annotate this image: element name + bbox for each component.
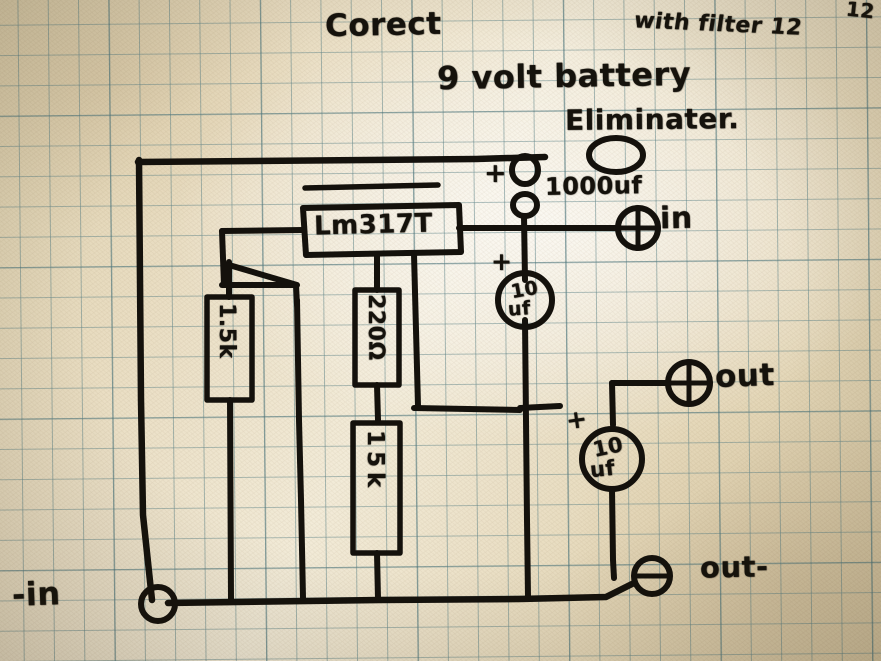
terminal-out-minus-label[interactable]: out- (699, 549, 769, 585)
capacitor-c3-value-bottom: uf (588, 455, 617, 483)
resistor-r1-label: 1.5k (214, 303, 239, 359)
capacitor-c3-plus: + (564, 403, 590, 436)
corner-page-number: 12 (844, 0, 877, 24)
capacitor-c2-plus: + (491, 247, 513, 276)
title-corect: Corect (324, 5, 442, 45)
capacitor-1000uf-label: 1000uf (544, 171, 643, 201)
resistor-r2-label: 220Ω (363, 294, 388, 361)
title-eliminater: Eliminater. (564, 102, 740, 137)
regulator-label: Lm317T (313, 208, 434, 242)
resistor-r3-label: 15k (362, 430, 388, 493)
terminal-out-plus-label[interactable]: out (714, 356, 776, 396)
capacitor-1000uf-plus: + (484, 158, 508, 189)
capacitor-c2-value-bottom: uf (507, 297, 532, 321)
title-9-volt-battery: 9 volt battery (436, 54, 692, 98)
terminal-in-plus-label[interactable]: in (659, 200, 693, 237)
terminal-in-minus-label[interactable]: -in (11, 574, 62, 614)
